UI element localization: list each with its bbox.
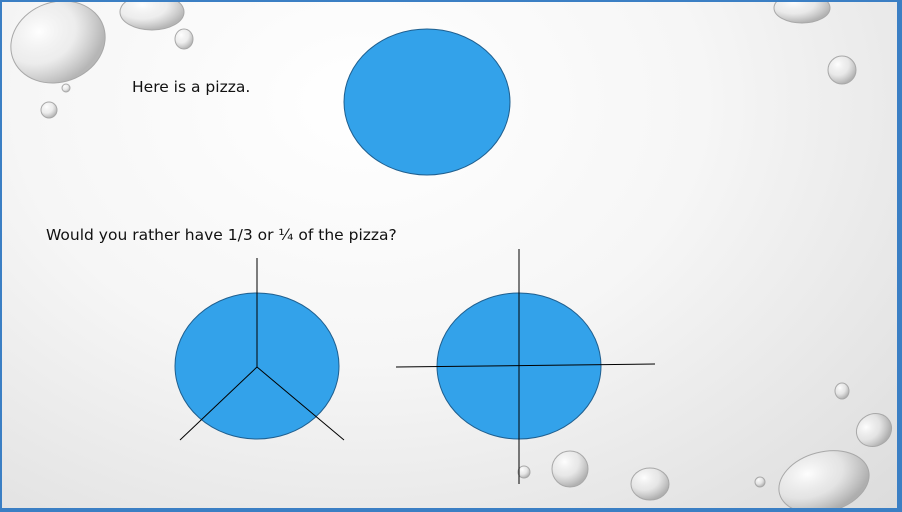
intro-text: Here is a pizza.	[132, 78, 251, 96]
whole-pizza	[343, 28, 511, 176]
droplet	[778, 450, 870, 508]
droplet	[119, 2, 185, 31]
droplet	[174, 28, 194, 50]
droplet	[517, 465, 531, 479]
droplet	[773, 2, 831, 24]
pizza-quarters	[395, 249, 656, 484]
droplet	[10, 2, 106, 84]
droplet	[551, 450, 589, 488]
droplet	[754, 476, 766, 488]
cut-line	[179, 366, 258, 441]
droplet	[834, 382, 850, 400]
droplet	[630, 467, 670, 501]
droplet	[40, 101, 58, 119]
droplet	[61, 83, 71, 93]
pizza-thirds	[174, 258, 345, 441]
droplet	[855, 412, 893, 448]
cut-line	[395, 363, 656, 368]
droplet	[827, 55, 857, 85]
cut-line	[256, 366, 345, 441]
question-text: Would you rather have 1/3 or ¼ of the pi…	[46, 226, 397, 244]
